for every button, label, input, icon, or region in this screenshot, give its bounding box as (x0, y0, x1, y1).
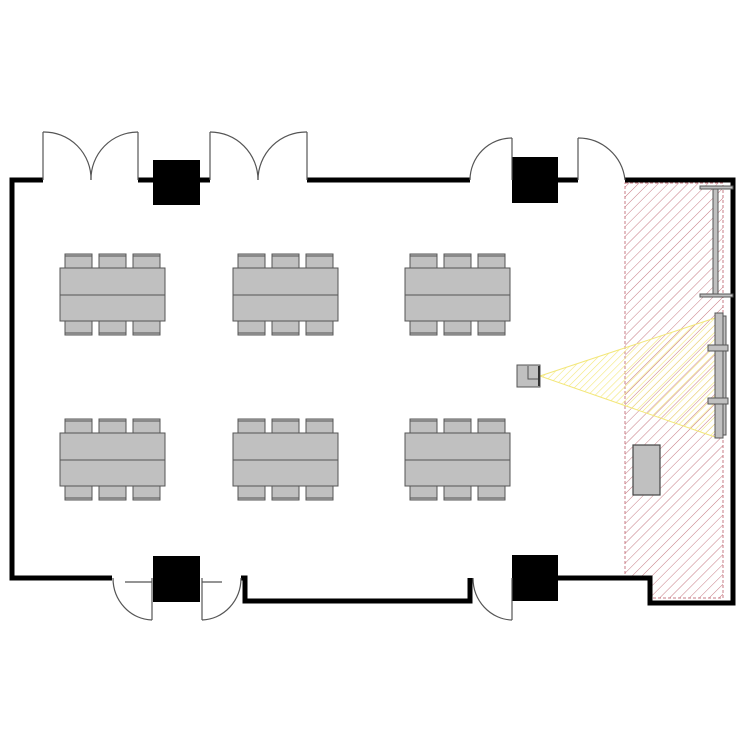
chair (98, 485, 127, 501)
chair (98, 253, 127, 269)
chair (271, 485, 300, 501)
chair (443, 418, 472, 434)
column (512, 555, 558, 601)
column (153, 160, 200, 205)
table-groups (59, 253, 511, 501)
chair (443, 320, 472, 336)
table (232, 267, 339, 322)
table-group (232, 418, 339, 501)
chair (305, 320, 334, 336)
chair (132, 418, 161, 434)
door-bottom-left-b[interactable] (201, 577, 242, 621)
walls (9, 177, 736, 606)
table-group (404, 418, 511, 501)
chair (409, 253, 438, 269)
chair (477, 485, 506, 501)
chair (443, 253, 472, 269)
chair (305, 253, 334, 269)
chair (477, 320, 506, 336)
whiteboard-rail (699, 185, 734, 298)
chair (132, 485, 161, 501)
chair (409, 485, 438, 501)
chair (64, 418, 93, 434)
projection-screen (707, 312, 729, 439)
table (404, 267, 511, 322)
chair (409, 418, 438, 434)
table (59, 267, 166, 322)
chair (237, 485, 266, 501)
projector (516, 364, 541, 388)
chair (237, 320, 266, 336)
chair (98, 418, 127, 434)
chair (132, 320, 161, 336)
double-door-top-center[interactable] (209, 131, 308, 181)
chair (98, 320, 127, 336)
column (153, 556, 200, 602)
chair (477, 253, 506, 269)
chair (271, 253, 300, 269)
chair (271, 320, 300, 336)
chair (409, 320, 438, 336)
chair (237, 253, 266, 269)
chair (64, 485, 93, 501)
chair (477, 418, 506, 434)
chair (132, 253, 161, 269)
table-group (59, 418, 166, 501)
chair (305, 418, 334, 434)
door-top-right-a[interactable] (469, 137, 513, 181)
chair (64, 320, 93, 336)
door-bottom-left-a[interactable] (112, 577, 153, 621)
door-bottom-right[interactable] (472, 577, 513, 621)
table (59, 432, 166, 487)
column (512, 157, 558, 203)
door-top-right-b[interactable] (577, 137, 626, 181)
chair (64, 253, 93, 269)
table-group (59, 253, 166, 336)
chair (305, 485, 334, 501)
chair (443, 485, 472, 501)
table-group (404, 253, 511, 336)
chair (271, 418, 300, 434)
table (404, 432, 511, 487)
chair (237, 418, 266, 434)
table-group (232, 253, 339, 336)
lectern (632, 444, 661, 496)
double-door-top-left[interactable] (42, 131, 139, 181)
table (232, 432, 339, 487)
